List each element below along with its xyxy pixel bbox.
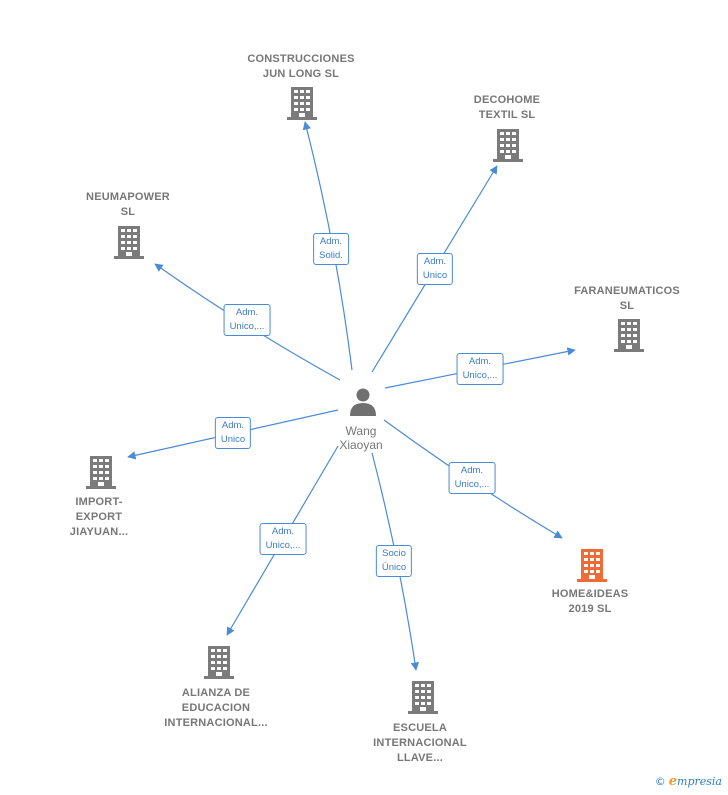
nodes-layer xyxy=(86,87,644,714)
person-name-line: Xiaoyan xyxy=(339,438,383,452)
company-label-decohome[interactable]: DECOHOME TEXTIL SL xyxy=(474,93,540,123)
company-label-faraneumaticos[interactable]: FARANEUMATICOS SL xyxy=(574,284,680,314)
edge-label-line: Solid. xyxy=(319,250,343,261)
company-label-line: ALIANZA DE xyxy=(181,687,251,699)
edge-label-line: Unico,... xyxy=(265,540,301,551)
edge-label-line: Unico xyxy=(422,270,448,281)
copyright-footer: ©empresia xyxy=(655,774,722,789)
company-label-line: SL xyxy=(120,206,136,218)
company-label-line: DECOHOME xyxy=(473,94,541,106)
building-icon[interactable] xyxy=(493,129,523,162)
edge-label-line: Adm. xyxy=(235,307,259,318)
edges-layer xyxy=(127,121,576,671)
company-label-line: CONSTRUCCIONES xyxy=(247,53,355,65)
building-icon[interactable] xyxy=(204,646,234,679)
building-icon[interactable] xyxy=(408,681,438,714)
company-label-line: JIAYUAN... xyxy=(69,526,129,538)
company-label-neumapower[interactable]: NEUMAPOWER SL xyxy=(86,190,170,220)
company-label-line: 2019 SL xyxy=(568,603,612,615)
company-label-line: EDUCACION xyxy=(181,702,251,714)
company-label-line: FARANEUMATICOS xyxy=(574,285,680,297)
building-icon[interactable] xyxy=(614,319,644,352)
company-label-line: HOME&IDEAS xyxy=(551,588,629,600)
edge-label-line: Unico,... xyxy=(229,321,265,332)
building-icon[interactable] xyxy=(287,87,317,120)
edge-label-line: Socio xyxy=(382,548,406,559)
edge-label-alianza[interactable]: Adm. Unico,... xyxy=(259,523,307,555)
edge-label-decohome[interactable]: Adm. Unico xyxy=(416,253,454,285)
edge-label-faraneumaticos[interactable]: Adm. Unico,... xyxy=(456,353,504,385)
building-icon[interactable] xyxy=(577,549,607,582)
company-label-line: IMPORT- xyxy=(75,496,123,508)
edge-label-line: Único xyxy=(381,562,407,573)
company-label-line: INTERNACIONAL... xyxy=(164,717,268,729)
company-label-line: EXPORT xyxy=(75,511,123,523)
company-label-construcciones[interactable]: CONSTRUCCIONES JUN LONG SL xyxy=(247,52,354,82)
company-label-line: INTERNACIONAL xyxy=(373,737,467,749)
company-label-line: SL xyxy=(619,300,635,312)
company-label-homeideas[interactable]: HOME&IDEAS 2019 SL xyxy=(552,587,629,617)
person-name-line: Wang xyxy=(345,424,377,438)
brand-name: mpresia xyxy=(677,775,722,788)
edge-label-line: Unico,... xyxy=(462,370,498,381)
company-label-line: LLAVE... xyxy=(396,752,443,764)
edge-label-line: Adm. xyxy=(423,256,447,267)
brand-initial: e xyxy=(668,774,678,789)
company-label-import-export[interactable]: IMPORT- EXPORT JIAYUAN... xyxy=(70,495,128,540)
company-label-alianza[interactable]: ALIANZA DE EDUCACION INTERNACIONAL... xyxy=(164,686,267,731)
edge-label-construcciones[interactable]: Adm. Solid. xyxy=(313,233,349,265)
edge-label-line: Adm. xyxy=(460,465,484,476)
company-label-escuela[interactable]: ESCUELA INTERNACIONAL LLAVE... xyxy=(373,721,467,766)
company-label-line: JUN LONG SL xyxy=(262,68,340,80)
building-icon[interactable] xyxy=(86,456,116,489)
edge-label-line: Adm. xyxy=(468,356,492,367)
edge-label-line: Adm. xyxy=(319,236,343,247)
edge-label-line: Unico xyxy=(220,434,246,445)
company-label-line: NEUMAPOWER xyxy=(86,191,170,203)
company-label-line: ESCUELA xyxy=(393,722,447,734)
edge-label-line: Unico,... xyxy=(454,479,490,490)
edge-label-homeideas[interactable]: Adm. Unico,... xyxy=(448,462,496,494)
edge-label-line: Adm. xyxy=(271,526,295,537)
person-icon[interactable] xyxy=(350,388,376,417)
copyright-icon: © xyxy=(654,775,666,788)
building-icon[interactable] xyxy=(114,226,144,259)
edge-label-line: Adm. xyxy=(221,420,245,431)
company-label-line: TEXTIL SL xyxy=(478,109,536,121)
edge-label-neumapower[interactable]: Adm. Unico,... xyxy=(223,304,271,336)
edge-label-import-export[interactable]: Adm. Unico xyxy=(214,417,252,449)
